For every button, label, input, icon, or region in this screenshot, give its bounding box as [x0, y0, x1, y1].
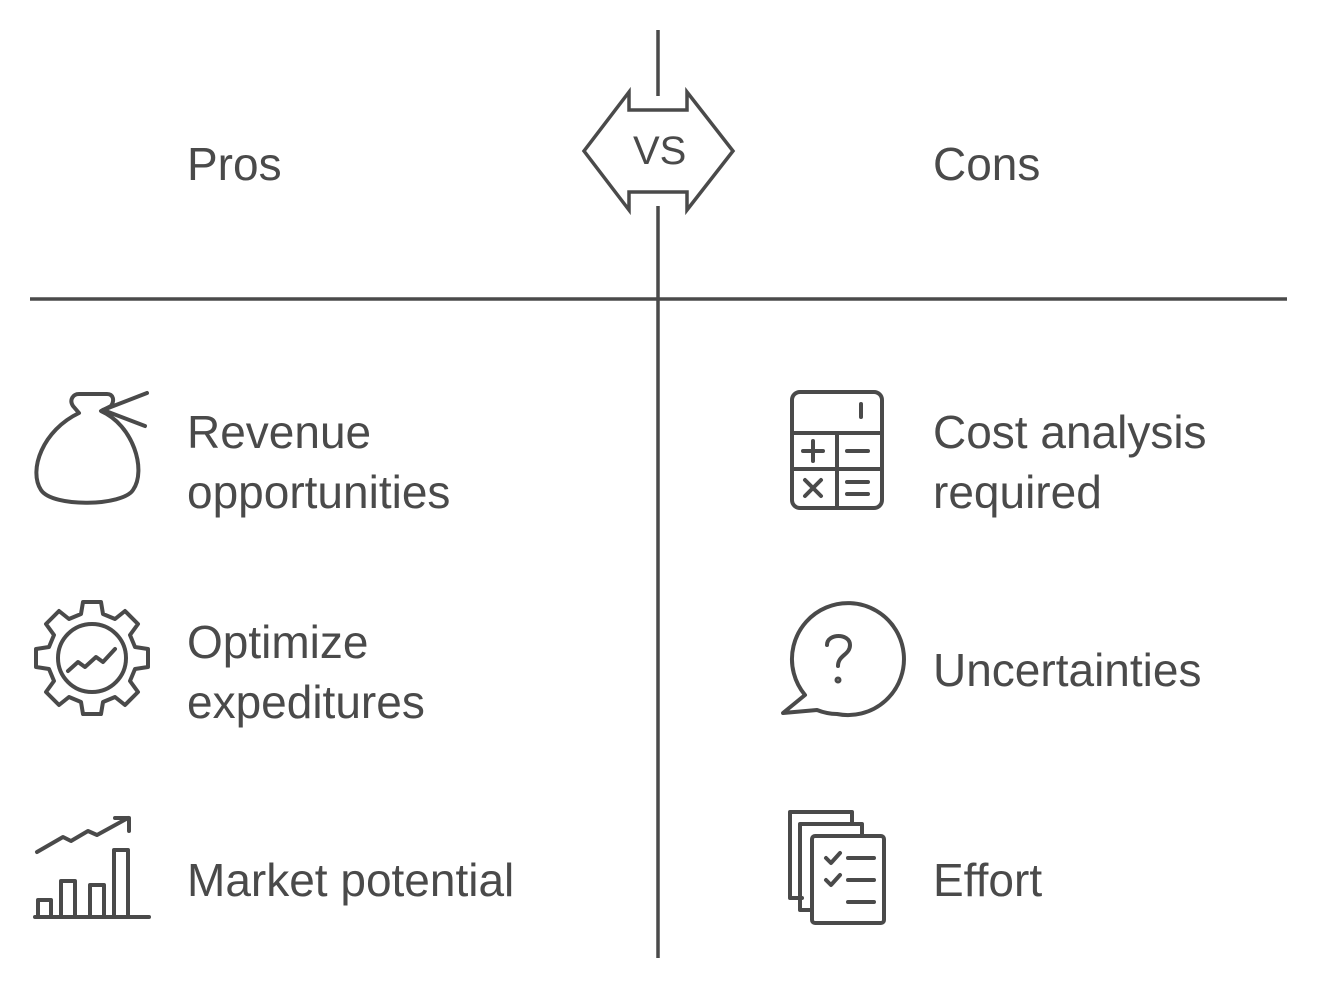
- money-bag-icon: [33, 390, 151, 508]
- growth-chart-icon: [33, 815, 151, 920]
- cons-heading: Cons: [933, 138, 1041, 190]
- checklist-stack-icon: [788, 810, 888, 925]
- pros-heading: Pros: [187, 138, 282, 190]
- vs-label: VS: [633, 129, 687, 173]
- pros-item-label: Revenue opportunities: [187, 406, 451, 518]
- vs-double-arrow-icon: [581, 86, 736, 216]
- calculator-icon: [790, 390, 884, 510]
- gear-chart-icon: [33, 599, 151, 717]
- pros-item-label: Optimize expeditures: [187, 616, 425, 728]
- pros-item-label: Market potential: [187, 854, 515, 906]
- cons-item-label: Uncertainties: [933, 644, 1202, 696]
- cons-item-label: Cost analysis required: [933, 406, 1207, 518]
- question-bubble-icon: [780, 600, 906, 718]
- cons-item-label: Effort: [933, 854, 1043, 906]
